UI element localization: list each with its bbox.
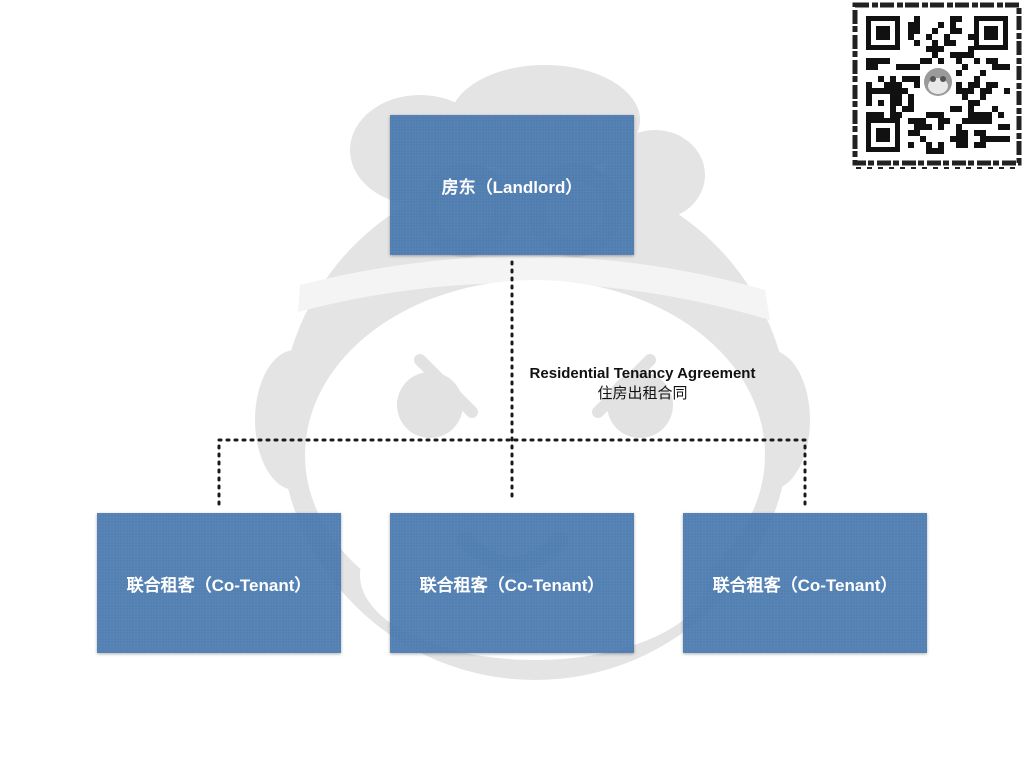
landlord-box: 房东（Landlord）: [390, 115, 634, 255]
co-tenant-box-2: 联合租客（Co-Tenant）: [390, 513, 634, 653]
co-tenant-label: 联合租客（Co-Tenant）: [419, 575, 605, 595]
qr-code-icon[interactable]: [852, 2, 1022, 170]
agreement-label-zh: 住房出租合同: [597, 385, 688, 402]
agreement-label-en: Residential Tenancy Agreement: [529, 365, 756, 382]
co-tenant-label: 联合租客（Co-Tenant）: [126, 575, 312, 595]
co-tenant-label: 联合租客（Co-Tenant）: [712, 575, 898, 595]
co-tenant-box-1: 联合租客（Co-Tenant）: [97, 513, 341, 653]
co-tenant-box-3: 联合租客（Co-Tenant）: [683, 513, 927, 653]
agreement-label: Residential Tenancy Agreement 住房出租合同: [510, 364, 775, 404]
landlord-label: 房东（Landlord）: [441, 177, 583, 197]
